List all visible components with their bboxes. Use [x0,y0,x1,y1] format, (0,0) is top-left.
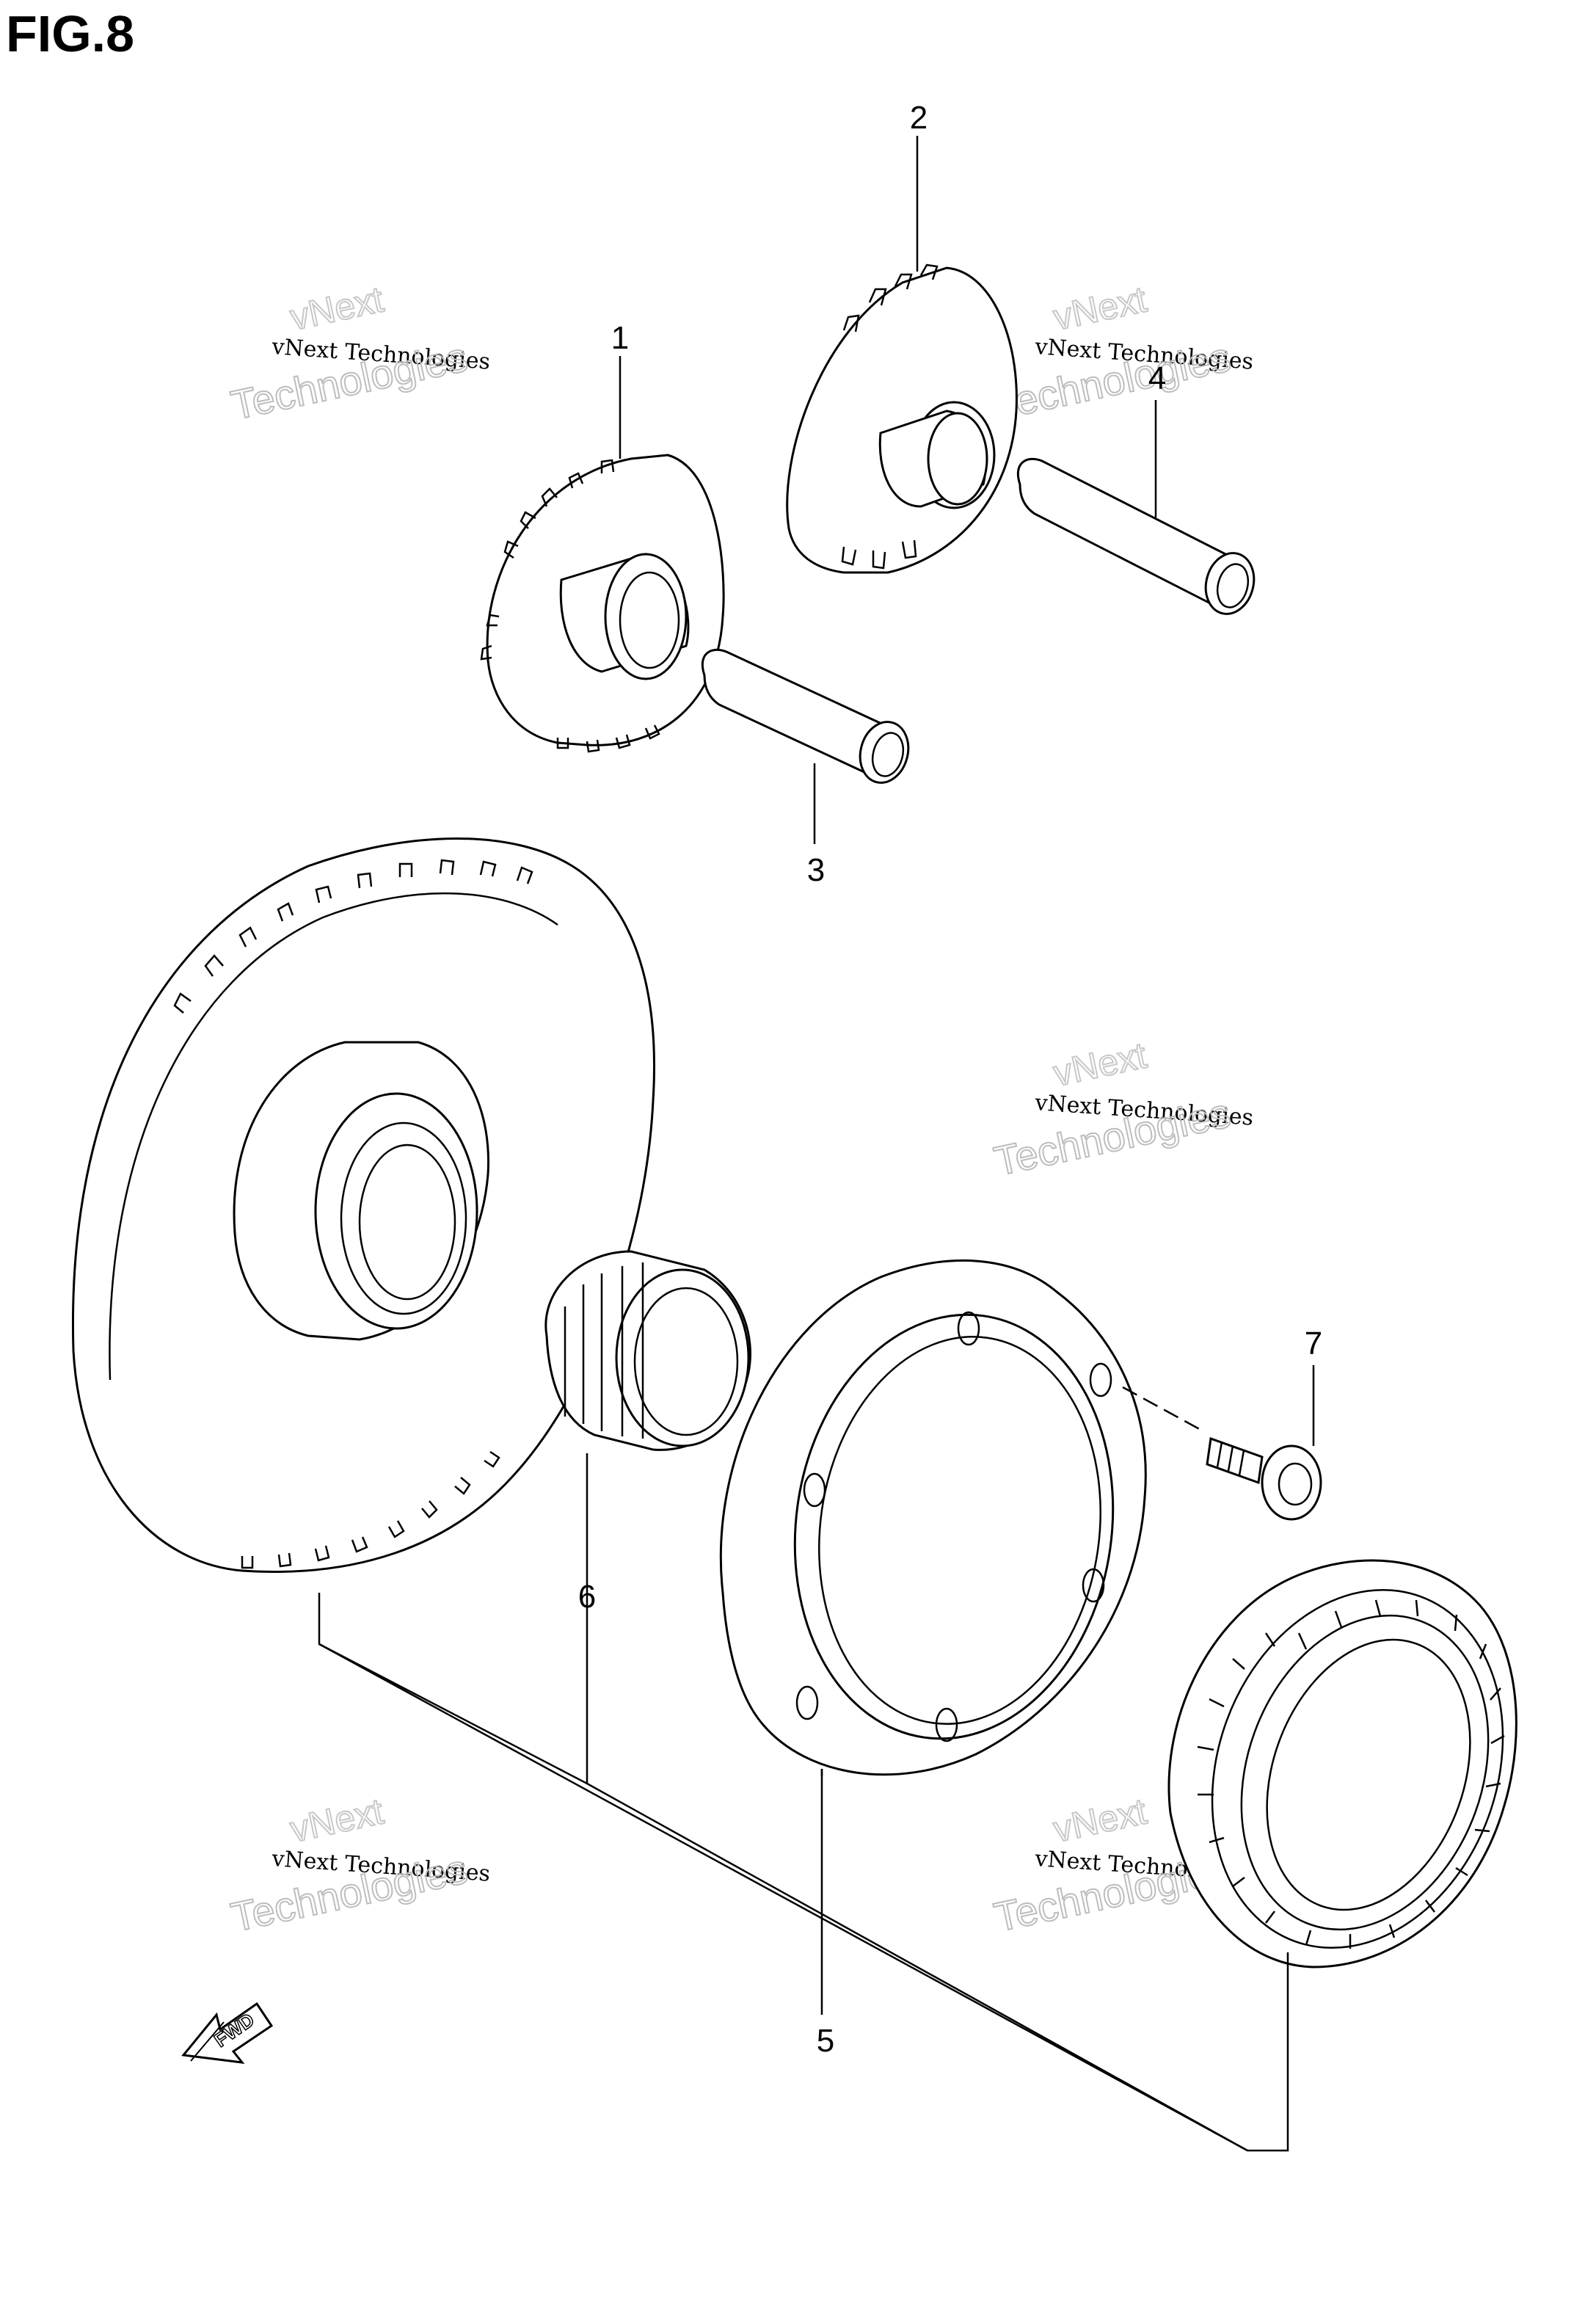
watermark-mid-right: vNext vNext Technologies Technologies [989,1033,1254,1185]
part-4-shaft [1016,457,1256,615]
callout-4: 4 [1148,360,1166,396]
watermark-bottom-left: vNext vNext Technologies Technologies [226,1789,491,1941]
part-2-idle-gear [786,263,1018,574]
part-3-shaft [701,648,910,784]
forward-arrow-icon: FWD [181,2002,274,2064]
leader-lines [318,136,1315,2152]
watermark-brand: vNext [1050,1790,1151,1850]
watermark-brand: vNext [287,278,387,338]
callout-1: 1 [611,320,629,356]
callout-5: 5 [817,2023,834,2059]
part-1-idle-gear [480,454,725,753]
figure-title: FIG.8 [6,5,134,62]
watermark-brand: vNext [1050,1034,1151,1094]
watermark-top-left: vNext vNext Technologies Technologies [226,277,491,429]
callout-2: 2 [910,100,928,136]
watermark-brand: vNext [287,1790,387,1850]
watermark-brand: vNext [1050,278,1151,338]
part-7-bolt [1122,1386,1322,1521]
callout-3: 3 [807,852,825,888]
part-5-starter-gear [71,837,656,1573]
part-starter-clutch-housing [719,1259,1147,1776]
callout-7: 7 [1305,1326,1322,1362]
watermark-top-right: vNext vNext Technologies Technologies [989,277,1254,429]
part-6-needle-bearing [544,1250,751,1451]
callout-6: 6 [578,1579,596,1615]
part-one-way-clutch [1167,1559,1517,1969]
